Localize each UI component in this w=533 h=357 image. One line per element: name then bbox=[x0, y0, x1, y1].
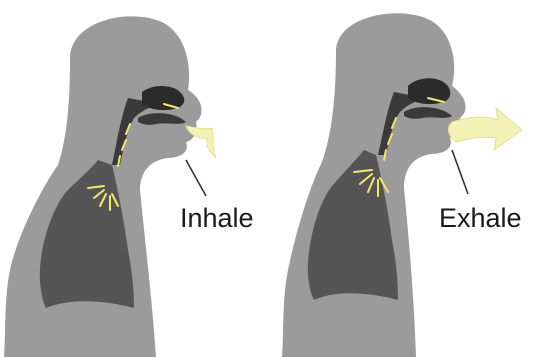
inhale-figure bbox=[4, 16, 216, 357]
inhale-air-flow bbox=[186, 126, 216, 158]
inhale-label: Inhale bbox=[180, 205, 254, 232]
exhale-figure bbox=[282, 13, 522, 357]
exhale-label: Exhale bbox=[439, 205, 522, 232]
inhale-pointer-line bbox=[186, 160, 206, 196]
exhale-pointer-line bbox=[452, 150, 468, 194]
